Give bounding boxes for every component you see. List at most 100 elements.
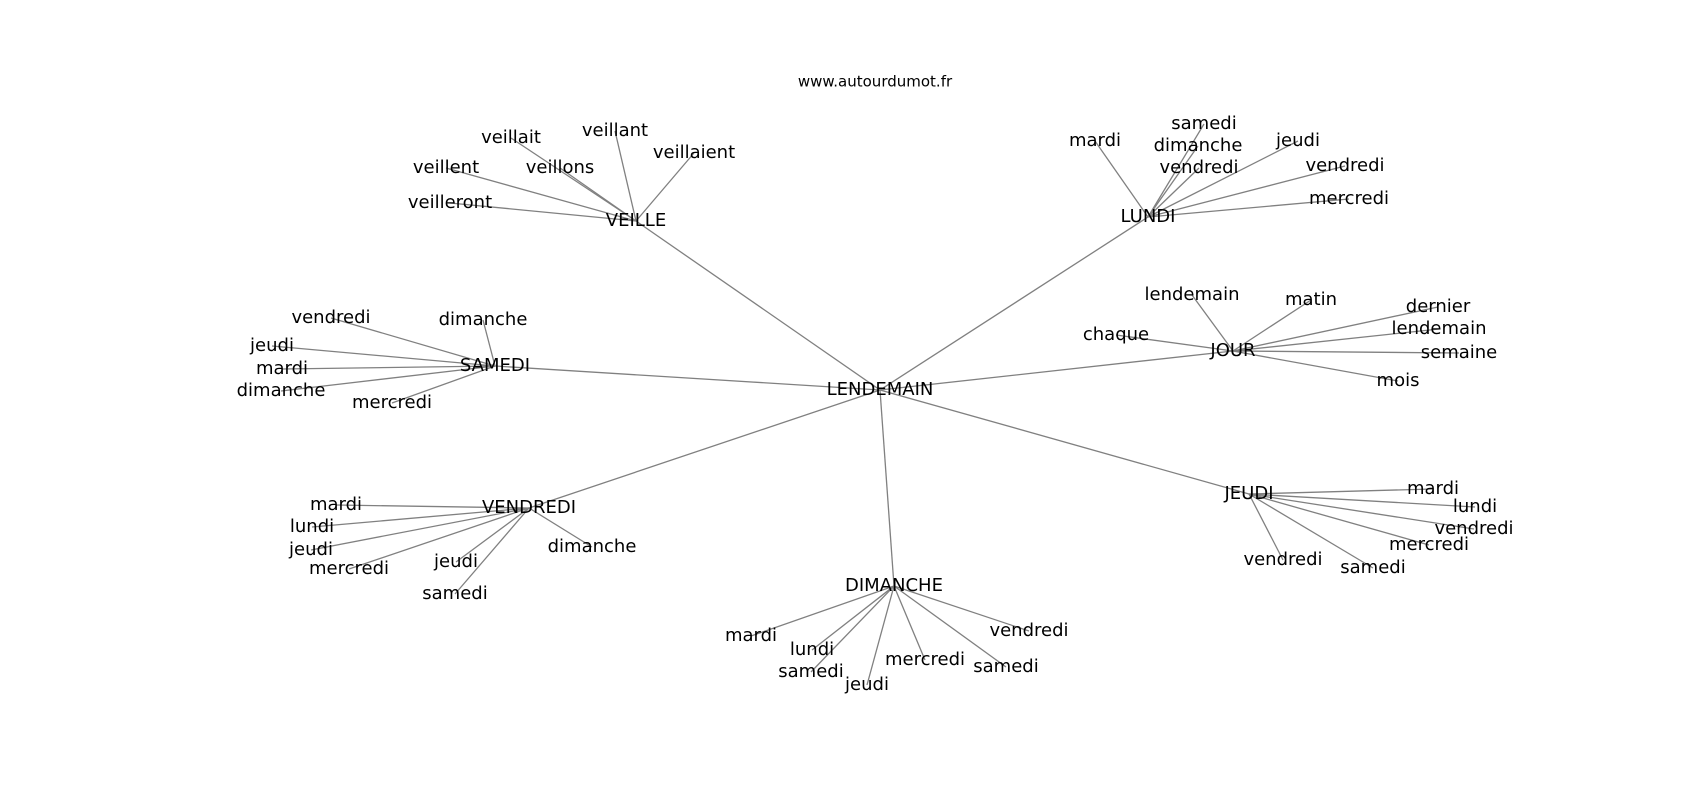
edge-center-to-jeudi [879,389,1250,495]
leaf-word-node: veillait [481,127,541,148]
edge-veille-word [445,167,637,222]
leaf-word-node: veillons [526,157,595,178]
edge-lundi-word [1147,145,1199,218]
leaf-word-node: vendredi [291,307,370,328]
leaf-word-node: veillant [582,120,648,141]
edge-jeudi-word [1248,493,1476,508]
edge-vendredi-word [310,507,530,551]
leaf-word-node: samedi [422,583,487,604]
edge-dimanche-word [893,585,1007,668]
edge-dimanche-word [866,585,895,686]
graph-edges [271,123,1476,686]
leaf-word-node: dimanche [439,309,528,330]
leaf-word-node: dimanche [548,536,637,557]
leaf-word-node: jeudi [288,539,333,560]
center-node: LENDEMAIN [827,379,934,400]
edge-jour-word [1191,294,1234,352]
edge-veille-word [449,202,637,222]
edge-jeudi-word [1248,493,1430,546]
edge-samedi-word [330,317,496,367]
leaf-word-node: dernier [1406,296,1471,317]
edge-jeudi-word [1248,493,1374,569]
leaf-word-node: mercredi [1309,188,1389,209]
hub-node-veille: VEILLE [606,210,666,231]
edge-center-to-samedi [494,365,881,391]
edge-samedi-word [271,345,496,367]
hub-node-jour: JOUR [1209,340,1255,361]
leaf-word-node: mois [1377,370,1420,391]
edge-center-to-dimanche [879,389,895,587]
leaf-word-node: samedi [1171,113,1236,134]
edge-jour-word [1232,328,1440,352]
edge-lundi-word [1147,165,1346,218]
leaf-word-node: matin [1285,289,1337,310]
edge-jour-word [1232,306,1439,352]
edge-samedi-word [281,365,496,370]
edge-jour-word [1232,350,1460,354]
hub-node-jeudi: JEUDI [1223,483,1273,504]
hub-node-samedi: SAMEDI [460,355,530,376]
leaf-word-node: jeudi [249,335,294,356]
edge-jour-word [1115,334,1234,352]
edge-veille-word [614,130,637,222]
hub-node-lundi: LUNDI [1121,206,1176,227]
edge-jeudi-word [1248,493,1475,530]
leaf-word-node: vendredi [1159,157,1238,178]
leaf-word-node: semaine [1421,342,1498,363]
edge-center-to-jour [879,350,1234,391]
edge-samedi-word [280,365,496,392]
leaf-word-node: jeudi [844,674,889,695]
leaf-word-node: lendemain [1145,284,1240,305]
leaf-word-node: samedi [1340,557,1405,578]
leaf-word-node: lendemain [1392,318,1487,339]
edge-veille-word [559,167,637,222]
edge-vendredi-word [454,507,530,595]
leaf-word-node: veillaient [653,142,735,163]
leaf-word-node: mardi [1407,478,1459,499]
leaf-word-node: lundi [290,516,334,537]
leaf-word-node: mardi [310,494,362,515]
leaf-word-node: jeudi [433,551,478,572]
edge-lundi-word [1147,140,1299,218]
edge-samedi-word [391,365,496,404]
edge-center-to-veille [635,220,881,391]
edge-center-to-lundi [879,216,1149,391]
edge-samedi-word [482,319,496,367]
leaf-word-node: samedi [778,661,843,682]
edge-dimanche-word [811,585,895,651]
edge-vendredi-word [311,507,530,528]
leaf-word-node: mercredi [352,392,432,413]
leaf-word-node: mercredi [885,649,965,670]
edge-dimanche-word [750,585,895,637]
leaf-word-node: mardi [725,625,777,646]
edge-jeudi-word [1248,493,1284,561]
leaf-word-node: vendredi [1243,549,1322,570]
edge-lundi-word [1147,123,1205,218]
edge-dimanche-word [810,585,895,673]
leaf-word-node: vendredi [989,620,1068,641]
edge-jour-word [1232,299,1312,352]
source-watermark: www.autourdumot.fr [798,73,953,91]
edge-jeudi-word [1248,488,1434,495]
edge-lundi-word [1147,167,1200,218]
edge-lundi-word [1147,198,1350,218]
edge-veille-word [635,152,695,222]
edge-vendredi-word [335,504,530,509]
leaf-word-node: dimanche [1154,135,1243,156]
hub-node-dimanche: DIMANCHE [845,575,943,596]
edge-vendredi-word [455,507,530,563]
leaf-word-node: mercredi [1389,534,1469,555]
edge-dimanche-word [893,585,926,661]
edge-vendredi-word [348,507,530,570]
leaf-word-node: lundi [1453,496,1497,517]
leaf-word-node: jeudi [1275,130,1320,151]
edge-jour-word [1232,350,1399,382]
leaf-word-node: vendredi [1434,518,1513,539]
hub-node-vendredi: VENDREDI [482,497,576,518]
leaf-word-node: mercredi [309,558,389,579]
edge-lundi-word [1094,140,1149,218]
leaf-word-node: samedi [973,656,1038,677]
leaf-word-node: veillent [413,157,479,178]
